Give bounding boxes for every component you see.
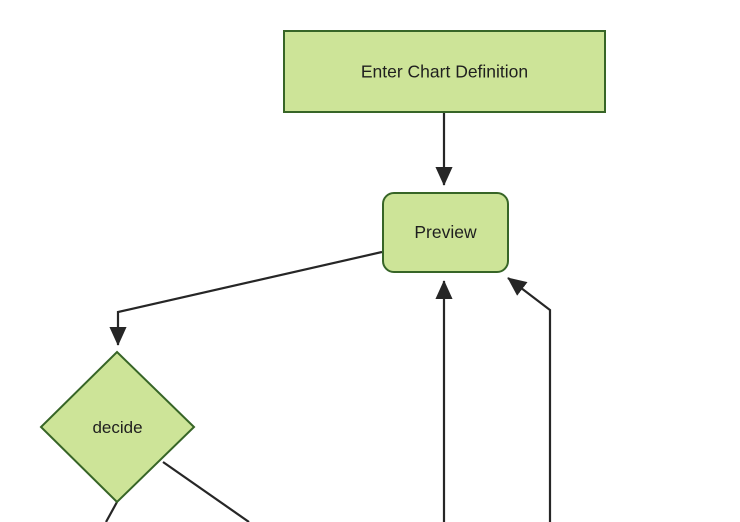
node-decide[interactable]: decide xyxy=(39,350,196,504)
edge-preview-to-decide[interactable] xyxy=(109,250,383,346)
node-preview[interactable]: Preview xyxy=(382,192,509,273)
edge-layer xyxy=(105,113,552,522)
enter-chart-definition-shape[interactable] xyxy=(283,30,606,113)
edge-bottom-right-to-preview[interactable] xyxy=(507,277,552,522)
decide-label: decide xyxy=(92,418,142,437)
node-enter-chart-definition[interactable]: Enter Chart Definition xyxy=(283,30,606,113)
decide-shape[interactable] xyxy=(39,350,196,504)
preview-label: Preview xyxy=(414,222,477,242)
preview-shape[interactable] xyxy=(382,192,509,273)
edge-decide-to-bottom-right[interactable] xyxy=(162,461,250,522)
enter-chart-definition-label: Enter Chart Definition xyxy=(361,62,528,82)
edge-decide-to-bottom-left[interactable] xyxy=(105,501,118,522)
